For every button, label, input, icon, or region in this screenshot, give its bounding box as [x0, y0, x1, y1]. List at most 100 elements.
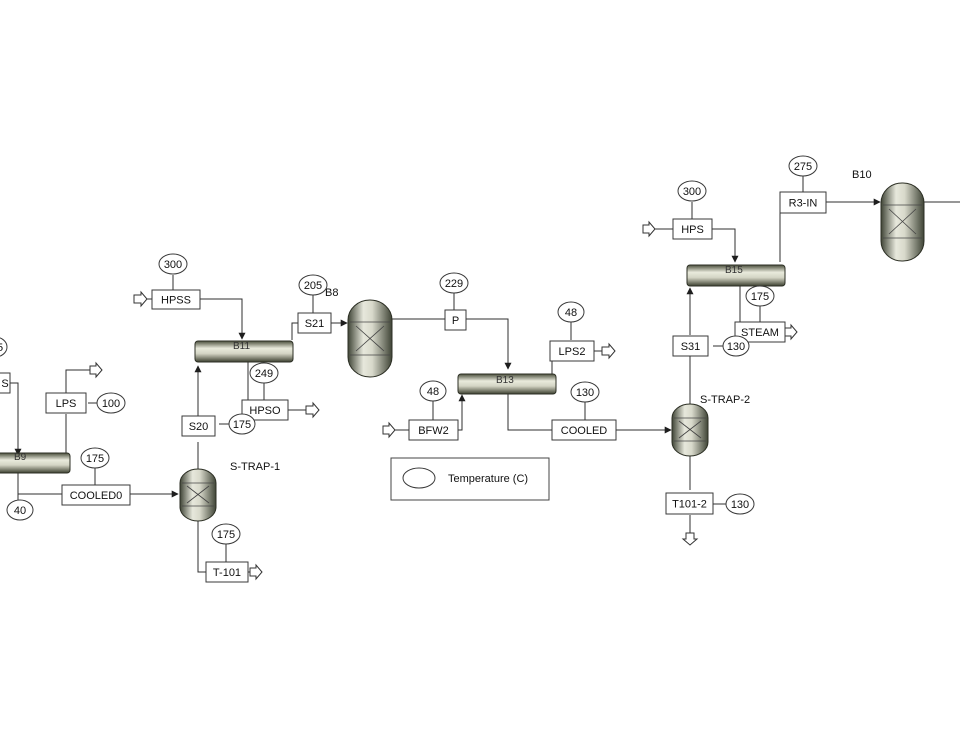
- hx-b11[interactable]: B11: [194, 340, 294, 363]
- stream-hpss[interactable]: HPSS: [151, 289, 201, 310]
- feed-arrow-hpso-out: [305, 401, 320, 419]
- temp-tag-hpss: 300: [158, 253, 188, 275]
- temp-tag-r3in: 275: [788, 155, 818, 177]
- stream-label-cooled0: COOLED0: [70, 490, 123, 502]
- temperature-tags: 300 205 249 175 175 175 100 5: [0, 155, 818, 545]
- temp-value-s31: 130: [727, 341, 745, 353]
- temp-tag-hps: 300: [677, 180, 707, 202]
- legend-label: Temperature (C): [448, 473, 528, 485]
- stream-cooled0[interactable]: COOLED0: [61, 484, 131, 506]
- vessel-s-trap-1[interactable]: [179, 468, 217, 522]
- temp-value-hpso: 249: [255, 368, 273, 380]
- temp-value-p: 229: [445, 278, 463, 290]
- unit-label-b10: B10: [852, 169, 872, 181]
- temp-tag-s31: 130: [722, 335, 750, 357]
- stream-lps[interactable]: LPS: [45, 392, 87, 414]
- stream-label-s21: S21: [305, 318, 325, 330]
- stream-label-lps2: LPS2: [559, 346, 586, 358]
- stream-t1012[interactable]: T101-2: [665, 492, 714, 515]
- stream-r3in[interactable]: R3-IN: [779, 191, 827, 214]
- stream-label-r3in: R3-IN: [789, 198, 818, 210]
- stream-s21[interactable]: S21: [297, 312, 332, 334]
- feed-arrow-bfw2-in: [382, 421, 396, 439]
- stream-lps2[interactable]: LPS2: [549, 340, 595, 362]
- temp-value-steam: 175: [751, 291, 769, 303]
- temp-value-r3in: 275: [794, 161, 812, 173]
- unit-label-s-trap-1: S-TRAP-1: [230, 461, 280, 473]
- stream-label-p: P: [452, 315, 459, 327]
- hx-b15[interactable]: B15: [686, 264, 786, 287]
- temp-tag-s20: 175: [228, 413, 256, 435]
- pipes: [10, 198, 960, 573]
- vessel-b10[interactable]: [880, 182, 925, 262]
- temp-value-lps2: 48: [565, 307, 577, 319]
- temp-value-left-top: 5: [0, 342, 3, 354]
- stream-s20[interactable]: S20: [181, 415, 216, 437]
- stream-cooled[interactable]: COOLED: [551, 419, 617, 441]
- temp-value-hpss: 300: [164, 259, 182, 271]
- legend-temperature-symbol: [402, 467, 436, 489]
- stream-label-hps: HPS: [681, 224, 704, 236]
- temp-tag-steam: 175: [745, 285, 775, 307]
- temp-value-s20: 175: [233, 419, 251, 431]
- stream-label-s-left: S: [1, 378, 8, 390]
- feed-arrow-hps-in: [642, 220, 656, 238]
- temp-tag-t1012: 130: [725, 493, 755, 515]
- stream-p[interactable]: P: [444, 309, 467, 331]
- temp-tag-cooled: 130: [570, 381, 600, 403]
- stream-label-steam: STEAM: [741, 327, 779, 339]
- temp-tag-p: 229: [439, 272, 469, 294]
- temp-tag-left-top: 5: [0, 337, 8, 357]
- temp-tag-t101: 175: [211, 523, 241, 545]
- temp-value-lps: 100: [102, 398, 120, 410]
- temp-value-left-bottom: 40: [14, 505, 26, 517]
- temp-value-t1012: 130: [731, 499, 749, 511]
- hx-b13[interactable]: B13: [457, 373, 557, 395]
- hx-b9[interactable]: B9: [0, 452, 71, 474]
- stream-label-hpso: HPSO: [249, 405, 281, 417]
- stream-label-lps: LPS: [56, 398, 77, 410]
- feed-arrow-t101-out: [249, 563, 263, 581]
- stream-hps[interactable]: HPS: [672, 218, 713, 240]
- temp-value-t101: 175: [217, 529, 235, 541]
- stream-bfw2[interactable]: BFW2: [408, 419, 459, 441]
- hx-label-b15: B15: [725, 265, 743, 276]
- temp-tag-s21: 205: [298, 274, 328, 296]
- temp-value-cooled: 130: [576, 387, 594, 399]
- unit-label-s-trap-2: S-TRAP-2: [700, 394, 750, 406]
- vessel-s-trap-2[interactable]: [671, 403, 709, 457]
- stream-label-t101: T-101: [213, 567, 241, 579]
- heat-exchangers: B9 B11 B13 B15: [0, 264, 786, 474]
- unit-labels: S-TRAP-1 S-TRAP-2 B10 B8: [230, 169, 872, 473]
- stream-hpso[interactable]: HPSO: [241, 399, 289, 421]
- temp-value-bfw2: 48: [427, 386, 439, 398]
- hx-label-b13: B13: [496, 375, 514, 386]
- temp-value-hps: 300: [683, 186, 701, 198]
- temp-tag-left-bottom: 40: [6, 499, 34, 521]
- stream-label-s20: S20: [189, 421, 209, 433]
- stream-label-s31: S31: [681, 341, 701, 353]
- hx-label-b11: B11: [233, 341, 250, 352]
- stream-steam[interactable]: STEAM: [734, 321, 786, 343]
- vessel-b8[interactable]: [347, 299, 393, 378]
- stream-s31[interactable]: S31: [672, 335, 709, 357]
- feed-arrow-lps-out: [89, 361, 103, 379]
- stream-s-left[interactable]: S: [0, 372, 11, 394]
- temp-stems: [94, 176, 804, 562]
- temp-tag-lps2: 48: [557, 301, 585, 323]
- feed-arrow-steam-out: [783, 323, 798, 341]
- unit-label-b8: B8: [325, 287, 338, 299]
- vessels: [179, 182, 925, 522]
- stream-boxes: HPSS S21 HPSO S20 T-101 COOLED0 LPS S: [0, 191, 827, 583]
- feed-arrow-lps2-out: [601, 342, 616, 360]
- feed-arrow-t1012-out: [681, 532, 699, 546]
- stream-label-bfw2: BFW2: [418, 425, 449, 437]
- legend: Temperature (C): [390, 457, 550, 501]
- stream-label-t1012: T101-2: [672, 499, 707, 511]
- feed-arrows: [89, 220, 798, 581]
- temp-tag-lps: 100: [96, 392, 126, 414]
- stream-t101[interactable]: T-101: [205, 561, 249, 583]
- temp-tag-hpso: 249: [249, 362, 279, 384]
- feed-arrow-hpss-in: [133, 290, 148, 308]
